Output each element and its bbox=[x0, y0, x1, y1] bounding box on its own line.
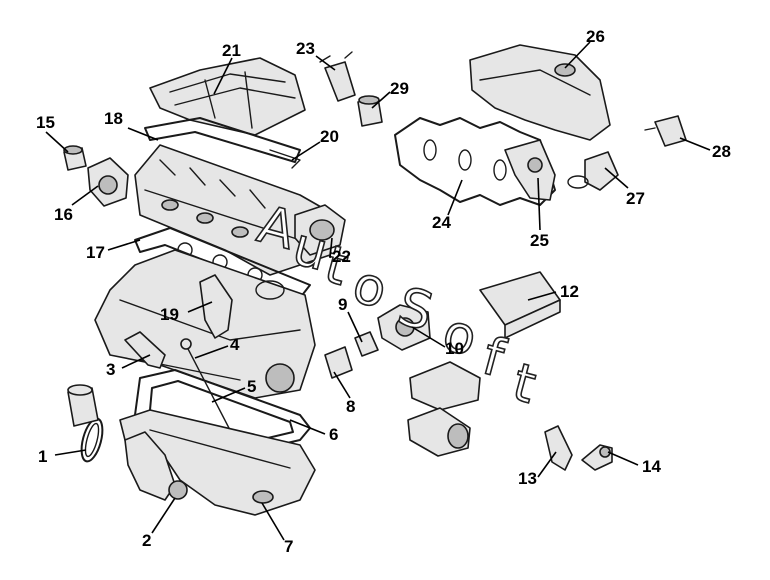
leader-27 bbox=[604, 167, 629, 189]
egr-valve-part bbox=[567, 151, 619, 191]
leader-4 bbox=[194, 345, 229, 359]
link-rod-part bbox=[581, 444, 613, 471]
callout-5: 5 bbox=[247, 377, 256, 396]
callout-7: 7 bbox=[284, 537, 293, 556]
callout-22: 22 bbox=[332, 247, 351, 266]
leader-18 bbox=[127, 127, 159, 141]
callout-13: 13 bbox=[518, 469, 537, 488]
cam-strip-part bbox=[269, 149, 301, 169]
leader-24 bbox=[447, 179, 463, 216]
leader-21 bbox=[213, 57, 233, 95]
pulley-cap-part bbox=[63, 145, 87, 171]
leader-22 bbox=[329, 237, 333, 259]
dipstick-part bbox=[180, 338, 231, 431]
callout-9: 9 bbox=[338, 295, 347, 314]
leader-15 bbox=[45, 131, 69, 153]
callout-18: 18 bbox=[104, 109, 123, 128]
leader-2 bbox=[151, 497, 176, 534]
callout-8: 8 bbox=[346, 397, 355, 416]
mount-bracket-part bbox=[544, 425, 573, 471]
callout-17: 17 bbox=[86, 243, 105, 262]
watermark-letter: S bbox=[392, 277, 439, 344]
temp-sensor-part bbox=[324, 346, 353, 379]
callout-16: 16 bbox=[54, 205, 73, 224]
callout-labels: 1 2 3 4 5 6 7 8 9 10 12 13 14 15 16 17 1… bbox=[36, 27, 731, 556]
water-pump-part bbox=[87, 157, 129, 207]
starter-motor-part bbox=[407, 407, 471, 457]
callout-24: 24 bbox=[432, 213, 451, 232]
fuel-filter-part bbox=[319, 51, 356, 102]
watermark-letter: o bbox=[347, 255, 393, 321]
leader-lines bbox=[45, 41, 711, 541]
leader-20 bbox=[291, 141, 321, 161]
watermark-letter: f bbox=[477, 327, 512, 390]
callout-4: 4 bbox=[230, 335, 240, 354]
valve-cover-part bbox=[149, 57, 306, 136]
leader-3 bbox=[121, 354, 151, 369]
callout-28: 28 bbox=[712, 142, 731, 161]
callout-15: 15 bbox=[36, 113, 55, 132]
leader-1 bbox=[54, 449, 87, 456]
watermark-letter: t bbox=[507, 353, 542, 416]
water-pipe-part bbox=[124, 331, 166, 369]
callout-14: 14 bbox=[642, 457, 661, 476]
leader-28 bbox=[679, 137, 711, 151]
oil-filter-part bbox=[67, 384, 99, 427]
leader-8 bbox=[333, 371, 351, 399]
callout-20: 20 bbox=[320, 127, 339, 146]
callout-27: 27 bbox=[626, 189, 645, 208]
watermark-letter: o bbox=[437, 303, 483, 369]
leader-29 bbox=[371, 91, 391, 109]
leader-23 bbox=[315, 55, 336, 71]
callout-26: 26 bbox=[586, 27, 605, 46]
sensor-part bbox=[644, 115, 687, 147]
head-gasket-upper-part bbox=[144, 117, 301, 163]
intake-manifold-part bbox=[469, 44, 611, 141]
leader-5 bbox=[211, 387, 246, 403]
leader-6 bbox=[289, 419, 326, 435]
leader-9 bbox=[347, 311, 363, 343]
leader-12 bbox=[527, 291, 557, 301]
callout-10: 10 bbox=[445, 339, 464, 358]
callout-25: 25 bbox=[530, 231, 549, 250]
timing-cover-part bbox=[199, 274, 233, 339]
oil-pump-part bbox=[124, 431, 188, 501]
leader-26 bbox=[564, 41, 591, 69]
callout-12: 12 bbox=[560, 282, 579, 301]
exhaust-manifold-part bbox=[504, 139, 556, 201]
filler-cap-part bbox=[357, 95, 383, 127]
leader-19 bbox=[187, 301, 213, 313]
callout-21: 21 bbox=[222, 41, 241, 60]
leader-16 bbox=[71, 185, 99, 206]
leader-25 bbox=[537, 177, 541, 231]
callout-3: 3 bbox=[106, 360, 115, 379]
leader-13 bbox=[537, 451, 557, 478]
leader-10 bbox=[411, 326, 446, 348]
leader-7 bbox=[261, 502, 285, 541]
leader-17 bbox=[107, 239, 141, 251]
callout-23: 23 bbox=[296, 39, 315, 58]
callout-2: 2 bbox=[142, 531, 151, 550]
callout-1: 1 bbox=[38, 447, 47, 466]
starter-bracket-part bbox=[409, 361, 481, 411]
callout-6: 6 bbox=[329, 425, 338, 444]
throttle-body-part bbox=[377, 304, 431, 351]
camshaft-housing-part bbox=[294, 204, 346, 256]
leader-14 bbox=[607, 451, 639, 466]
callout-29: 29 bbox=[390, 79, 409, 98]
ecu-part bbox=[479, 271, 561, 339]
cylinder-block-part bbox=[94, 249, 316, 399]
callout-19: 19 bbox=[160, 305, 179, 324]
